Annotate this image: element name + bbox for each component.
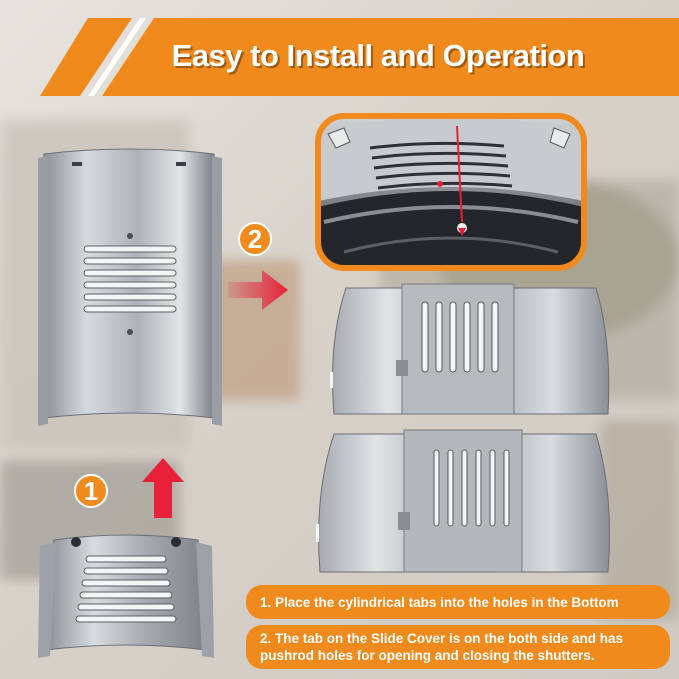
banner-divider [88, 18, 146, 96]
slide-cover-part [38, 148, 222, 426]
step-1-badge: 1 [74, 474, 108, 508]
instruction-2: 2. The tab on the Slide Cover is on the … [246, 625, 670, 669]
banner-body [102, 18, 679, 96]
up-arrow-icon [142, 458, 184, 518]
closeup-inset [315, 113, 587, 271]
assembled-part-open [330, 283, 610, 415]
right-arrow-icon [228, 270, 288, 310]
bottom-part [38, 534, 214, 658]
instruction-1: 1. Place the cylindrical tabs into the h… [246, 585, 670, 619]
assembled-part-closed [316, 429, 610, 573]
step-2-badge: 2 [238, 222, 272, 256]
banner-stripe-left [40, 18, 132, 96]
page-title: Easy to Install and Operation [171, 38, 585, 73]
title-banner [40, 18, 679, 96]
